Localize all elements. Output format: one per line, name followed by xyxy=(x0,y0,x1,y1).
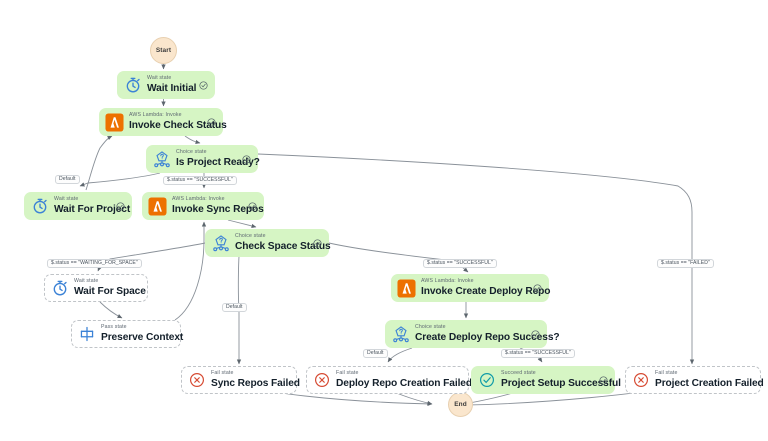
check-circle-icon xyxy=(313,238,322,248)
state-node-create-deploy-repo-success[interactable]: Choice state Create Deploy Repo Success? xyxy=(385,320,560,348)
node-name: Invoke Check Status xyxy=(129,119,227,131)
node-kind: Wait state xyxy=(74,278,99,285)
check-circle-icon xyxy=(242,154,251,164)
node-kind: Pass state xyxy=(101,324,127,331)
node-kind: Fail state xyxy=(336,370,359,377)
node-text: Choice state Check Space Status xyxy=(235,233,331,252)
node-text: AWS Lambda: Invoke Invoke Sync Repos xyxy=(172,196,264,215)
node-text: AWS Lambda: Invoke Invoke Create Deploy … xyxy=(421,278,551,297)
state-node-wait-for-project[interactable]: Wait state Wait For Project xyxy=(24,192,132,220)
node-kind: Succeed state xyxy=(501,370,536,377)
node-name: Deploy Repo Creation Failed xyxy=(336,377,472,389)
node-text: Wait state Wait For Project xyxy=(54,196,131,215)
node-text: Choice state Is Project Ready? xyxy=(176,149,260,168)
node-name: Wait For Project xyxy=(54,203,131,215)
edge-label-default-is-project-ready: Default xyxy=(55,175,80,184)
node-name: Wait For Space xyxy=(74,285,146,297)
state-node-wait-initial[interactable]: Wait state Wait Initial xyxy=(117,71,215,99)
stopwatch-icon xyxy=(30,197,49,216)
node-name: Project Creation Failed xyxy=(655,377,764,389)
check-circle-icon xyxy=(248,201,257,211)
state-node-project-creation-failed[interactable]: Fail state Project Creation Failed xyxy=(625,366,764,394)
choice-icon xyxy=(391,325,410,344)
state-node-deploy-repo-creation-failed[interactable]: Fail state Deploy Repo Creation Failed xyxy=(306,366,472,394)
node-name: Project Setup Successful xyxy=(501,377,621,389)
lambda-icon xyxy=(397,278,416,298)
node-kind: AWS Lambda: Invoke xyxy=(129,112,182,119)
start-terminal[interactable]: Start xyxy=(150,37,177,64)
node-text: Choice state Create Deploy Repo Success? xyxy=(415,324,560,343)
state-node-preserve-context[interactable]: Pass state Preserve Context xyxy=(71,320,184,348)
node-text: Fail state Sync Repos Failed xyxy=(211,370,300,389)
edge-label-successful-create-deploy-repo: $.status == "SUCCESSFUL" xyxy=(501,349,575,358)
node-kind: Choice state xyxy=(235,233,266,240)
node-text: AWS Lambda: Invoke Invoke Check Status xyxy=(129,112,227,131)
node-name: Check Space Status xyxy=(235,240,331,252)
node-kind: Fail state xyxy=(211,370,234,377)
node-kind: Choice state xyxy=(415,324,446,331)
choice-icon xyxy=(152,150,171,169)
check-circle-icon xyxy=(599,375,608,385)
node-name: Preserve Context xyxy=(101,331,184,343)
fail-icon xyxy=(312,371,331,390)
node-kind: Wait state xyxy=(147,75,172,82)
state-node-sync-repos-failed[interactable]: Fail state Sync Repos Failed xyxy=(181,366,300,394)
stopwatch-icon xyxy=(50,279,69,298)
edge-label-successful-check-space-status: $.status == "SUCCESSFUL" xyxy=(423,259,497,268)
node-kind: Fail state xyxy=(655,370,678,377)
node-text: Succeed state Project Setup Successful xyxy=(501,370,621,389)
choice-icon xyxy=(211,234,230,253)
node-kind: AWS Lambda: Invoke xyxy=(172,196,225,203)
lambda-icon xyxy=(105,112,124,132)
check-circle-icon xyxy=(199,80,208,90)
succeed-icon xyxy=(477,371,496,390)
start-terminal-label: Start xyxy=(155,47,172,54)
stopwatch-icon xyxy=(123,76,142,95)
check-circle-icon xyxy=(207,117,216,127)
node-name: Invoke Sync Repos xyxy=(172,203,264,215)
node-text: Wait state Wait Initial xyxy=(147,75,197,94)
node-name: Invoke Create Deploy Repo xyxy=(421,285,551,297)
edge-label-default-check-space-status: Default xyxy=(222,303,247,312)
node-text: Fail state Project Creation Failed xyxy=(655,370,764,389)
state-node-wait-for-space[interactable]: Wait state Wait For Space xyxy=(44,274,148,302)
node-name: Sync Repos Failed xyxy=(211,377,300,389)
node-text: Wait state Wait For Space xyxy=(74,278,146,297)
fail-icon xyxy=(631,371,650,390)
edge-label-default-create-deploy-repo: Default xyxy=(363,349,388,358)
check-circle-icon xyxy=(531,329,540,339)
state-node-project-setup-successful[interactable]: Succeed state Project Setup Successful xyxy=(471,366,621,394)
node-kind: Choice state xyxy=(176,149,207,156)
end-terminal[interactable]: End xyxy=(448,392,473,417)
end-terminal-label: End xyxy=(454,401,467,408)
node-name: Create Deploy Repo Success? xyxy=(415,331,560,343)
state-node-is-project-ready[interactable]: Choice state Is Project Ready? xyxy=(146,145,260,173)
edge-label-waiting-for-space: $.status == "WAITING_FOR_SPACE" xyxy=(47,259,142,268)
lambda-icon xyxy=(148,196,167,216)
state-node-check-space-status[interactable]: Choice state Check Space Status xyxy=(205,229,331,257)
edge-label-failed-is-project-ready: $.status == "FAILED" xyxy=(657,259,714,268)
edge-label-successful-is-project-ready: $.status == "SUCCESSFUL" xyxy=(163,176,237,185)
node-text: Pass state Preserve Context xyxy=(101,324,184,343)
pass-icon xyxy=(77,325,96,344)
state-node-invoke-check-status[interactable]: AWS Lambda: Invoke Invoke Check Status xyxy=(99,108,227,136)
node-text: Fail state Deploy Repo Creation Failed xyxy=(336,370,472,389)
node-kind: Wait state xyxy=(54,196,79,203)
fail-icon xyxy=(187,371,206,390)
check-circle-icon xyxy=(533,283,542,293)
state-node-invoke-sync-repos[interactable]: AWS Lambda: Invoke Invoke Sync Repos xyxy=(142,192,264,220)
state-node-invoke-create-deploy-repo[interactable]: AWS Lambda: Invoke Invoke Create Deploy … xyxy=(391,274,551,302)
node-name: Wait Initial xyxy=(147,82,197,94)
check-circle-icon xyxy=(116,201,125,211)
node-name: Is Project Ready? xyxy=(176,156,260,168)
node-kind: AWS Lambda: Invoke xyxy=(421,278,474,285)
